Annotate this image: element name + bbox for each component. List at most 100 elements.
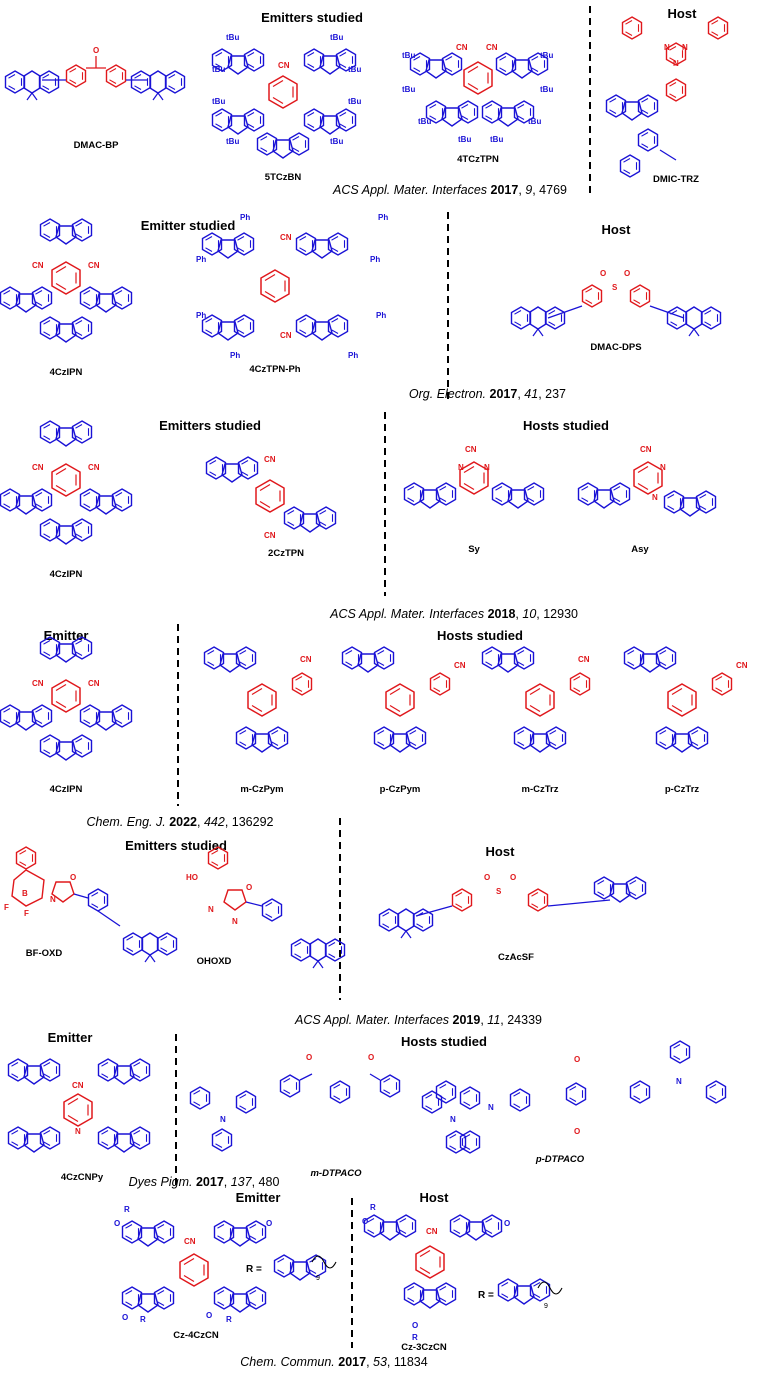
structure-p-cztrz: CN — [625, 647, 748, 752]
structure-p-czpym: CN — [343, 647, 466, 752]
svg-text:tBu: tBu — [418, 117, 431, 126]
svg-text:tBu: tBu — [330, 137, 343, 146]
svg-text:CN: CN — [486, 43, 498, 52]
svg-text:Ph: Ph — [240, 213, 250, 222]
compound-label-p-dtpaco: p-DTPACO — [535, 1154, 585, 1165]
svg-text:CN: CN — [278, 61, 290, 70]
svg-text:O: O — [70, 873, 76, 882]
structure-cz-4czcn: CN R O O O R O R R = 9 — [114, 1205, 337, 1324]
row-3: Emitters studied Hosts studied CN CN 4Cz… — [1, 418, 716, 621]
row-6: Emitter Hosts studied CN N 4CzCNPy — [9, 1030, 727, 1189]
svg-text:CN: CN — [184, 1237, 196, 1246]
row2-reference: Org. Electron. 2017, 41, 237 — [409, 387, 566, 401]
svg-text:N: N — [75, 1127, 81, 1136]
svg-text:R =: R = — [478, 1290, 494, 1301]
row5-emitters-header: Emitters studied — [125, 838, 227, 853]
compound-label-p-cztrz: p-CzTrz — [665, 784, 700, 795]
svg-text:O: O — [306, 1053, 312, 1062]
structure-4czipn-row4: CN CN — [1, 637, 132, 760]
compound-label-4czipn-row3: 4CzIPN — [50, 569, 83, 580]
svg-text:N: N — [220, 1115, 226, 1124]
svg-text:CN: CN — [736, 661, 748, 670]
structure-4czipn-row2: CN CN — [1, 219, 132, 342]
compound-label-dmac-dps: DMAC-DPS — [590, 342, 641, 353]
svg-text:tBu: tBu — [226, 33, 239, 42]
svg-text:HO: HO — [186, 873, 198, 882]
svg-text:N: N — [488, 1103, 494, 1112]
row1-host-header: Host — [668, 6, 698, 21]
structure-cz-3czcn: CN R O O O R R = 9 — [362, 1203, 563, 1342]
svg-text:O: O — [510, 873, 516, 882]
compound-label-4czcnpy: 4CzCNPy — [61, 1172, 104, 1183]
svg-text:CN: CN — [32, 261, 44, 270]
compound-label-bf-oxd: BF-OXD — [26, 948, 63, 959]
svg-text:N: N — [664, 43, 670, 52]
row2-emitters-header: Emitter studied — [141, 218, 236, 233]
svg-text:O: O — [600, 269, 606, 278]
svg-text:CN: CN — [300, 655, 312, 664]
structure-bf-oxd: B F F N O — [4, 846, 177, 962]
structure-4czcnpy: CN N — [9, 1059, 150, 1152]
svg-text:O: O — [206, 1311, 212, 1320]
row-2: Emitter studied Host CN CN 4CzIPN CN CN … — [1, 213, 721, 401]
row6-hosts-header: Hosts studied — [401, 1034, 487, 1049]
compound-label-p-czpym: p-CzPym — [380, 784, 421, 795]
svg-text:N: N — [50, 895, 56, 904]
svg-text:O: O — [266, 1219, 272, 1228]
compound-label-czacsf: CzAcSF — [498, 952, 534, 963]
svg-text:N: N — [652, 493, 658, 502]
svg-text:F: F — [24, 909, 29, 918]
svg-text:CN: CN — [264, 531, 276, 540]
svg-text:CN: CN — [72, 1081, 84, 1090]
compound-label-4cztpn-ph: 4CzTPN-Ph — [249, 364, 300, 375]
structure-m-dtpaco: O O N N — [189, 1053, 481, 1154]
svg-text:N: N — [484, 463, 490, 472]
svg-text:9: 9 — [544, 1303, 548, 1310]
svg-text:O: O — [574, 1127, 580, 1136]
compound-label-ohoxd: OHOXD — [197, 956, 232, 967]
svg-text:O: O — [504, 1219, 510, 1228]
row1-reference: ACS Appl. Mater. Interfaces 2017, 9, 476… — [332, 183, 567, 197]
svg-text:O: O — [574, 1055, 580, 1064]
row-5: Emitters studied Host B F F N O BF-OXD H… — [4, 838, 646, 1027]
svg-text:S: S — [612, 283, 618, 292]
svg-text:N: N — [660, 463, 666, 472]
structure-m-czpym: CN — [205, 647, 313, 752]
compound-label-sy: Sy — [468, 544, 480, 555]
svg-text:tBu: tBu — [528, 117, 541, 126]
svg-text:CN: CN — [454, 661, 466, 670]
structure-4czipn-row3: CN CN — [1, 421, 132, 544]
svg-text:O: O — [362, 1217, 368, 1226]
svg-text:B: B — [22, 889, 28, 898]
compound-label-cz-4czcn: Cz-4CzCN — [173, 1330, 219, 1341]
svg-text:tBu: tBu — [540, 85, 553, 94]
compound-label-m-czpym: m-CzPym — [240, 784, 283, 795]
svg-text:CN: CN — [32, 463, 44, 472]
row3-emitters-header: Emitters studied — [159, 418, 261, 433]
row3-hosts-header: Hosts studied — [523, 418, 609, 433]
svg-text:N: N — [232, 917, 238, 926]
structure-4cztpn-ph: CN CN Ph Ph Ph Ph Ph Ph Ph Ph — [196, 213, 388, 360]
svg-text:Ph: Ph — [196, 311, 206, 320]
svg-text:CN: CN — [32, 679, 44, 688]
svg-text:tBu: tBu — [212, 97, 225, 106]
svg-text:S: S — [496, 887, 502, 896]
structure-sy: CN N N — [405, 445, 544, 508]
row6-reference: Dyes Pigm. 2017, 137, 480 — [129, 1175, 280, 1189]
svg-text:O: O — [484, 873, 490, 882]
compound-label-m-dtpaco: m-DTPACO — [310, 1168, 362, 1179]
svg-text:Ph: Ph — [348, 351, 358, 360]
compound-label-cz-3czcn: Cz-3CzCN — [401, 1342, 447, 1353]
svg-text:O: O — [114, 1219, 120, 1228]
structure-5tczbn: CN tBu tBu tBu tBu tBu tBu tBu tBu — [212, 33, 361, 158]
row5-host-header: Host — [486, 844, 516, 859]
svg-text:O: O — [368, 1053, 374, 1062]
svg-text:Ph: Ph — [230, 351, 240, 360]
svg-text:R: R — [370, 1203, 376, 1212]
svg-text:O: O — [246, 883, 252, 892]
row-4: Emitter Hosts studied CN CN 4CzIPN CN m-… — [1, 628, 748, 829]
compound-label-5tczbn: 5TCzBN — [265, 172, 302, 183]
svg-text:Ph: Ph — [376, 311, 386, 320]
svg-text:N: N — [450, 1115, 456, 1124]
